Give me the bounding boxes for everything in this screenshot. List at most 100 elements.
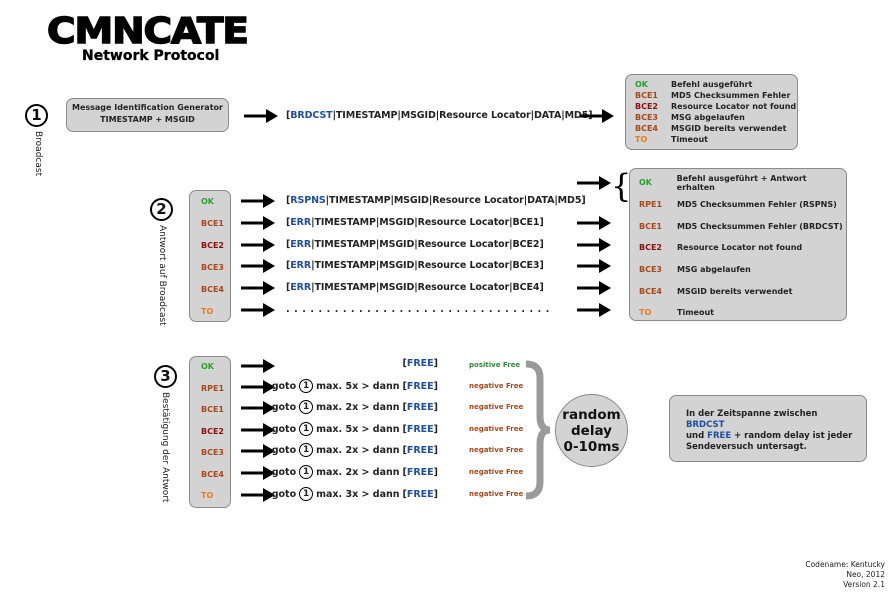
free-token: FREE <box>406 423 434 435</box>
code-label: BCE1 <box>201 219 224 228</box>
message-fields: |TIMESTAMP|MSGID|Resource Locator|BCE3] <box>311 260 544 271</box>
legend-row: BCE4 MSGID bereits verwendet <box>635 123 797 134</box>
step-1-ref-icon: 1 <box>299 487 314 501</box>
status-description: Resource Locator not found <box>671 102 797 111</box>
response-message: [RSPNS|TIMESTAMP|MSGID|Resource Locator|… <box>286 195 586 206</box>
response-message: [ERR|TIMESTAMP|MSGID|Resource Locator|BC… <box>286 217 544 228</box>
code-label: BCE2 <box>201 241 224 250</box>
free-result: negative Free <box>469 446 524 454</box>
status-code: OK <box>635 80 648 89</box>
diagram-title: CMNCATE <box>46 11 250 52</box>
goto-text: goto <box>271 380 297 392</box>
brace-icon <box>525 360 551 500</box>
code-label: OK <box>201 362 214 371</box>
code-label: OK <box>201 197 214 206</box>
status-code: BCE3 <box>639 265 662 275</box>
arrow-icon <box>580 109 614 123</box>
arrow-icon <box>241 359 275 373</box>
arrow-icon <box>241 423 275 437</box>
message-fields: |TIMESTAMP|MSGID|Resource Locator|BCE2] <box>311 239 544 250</box>
goto-text: goto <box>271 488 297 500</box>
free-result: negative Free <box>469 468 524 476</box>
retry-text: max. 2x > dann <box>316 401 400 413</box>
step-1-ref-icon: 1 <box>299 422 314 436</box>
step-2-number: 2 <box>150 198 173 221</box>
generator-title: Message Identification Generator <box>72 103 223 112</box>
status-code: BCE2 <box>635 102 658 111</box>
status-description: Befehl ausgeführt <box>671 80 753 89</box>
free-result: negative Free <box>469 382 524 390</box>
retry-text: max. 5x > dann <box>316 380 400 392</box>
status-description: Resource Locator not found <box>677 243 803 253</box>
broadcast-message: [BRDCST|TIMESTAMP|MSGID|Resource Locator… <box>286 110 593 121</box>
code-label: BCE1 <box>201 405 224 414</box>
version: Version 2.1 <box>843 580 885 589</box>
step-1-number: 1 <box>25 104 48 127</box>
status-code: BCE3 <box>635 113 658 122</box>
delay-line-2: delay <box>571 422 612 439</box>
free-result: negative Free <box>469 490 524 498</box>
step-1-ref-icon: 1 <box>299 465 314 479</box>
response-message: [ERR|TIMESTAMP|MSGID|Resource Locator|BC… <box>286 239 544 250</box>
arrow-icon <box>577 216 611 230</box>
retry-text: max. 3x > dann <box>316 488 400 500</box>
retry-text: max. 5x > dann <box>316 423 400 435</box>
status-description: Befehl ausgeführt + Antwort erhalten <box>676 173 807 192</box>
note-brdcst: BRDCST <box>686 420 725 430</box>
status-description: MSGID bereits verwendet <box>677 286 793 296</box>
status-code: BCE2 <box>639 243 662 253</box>
arrow-icon <box>241 488 275 502</box>
goto-text: goto <box>271 466 297 478</box>
status-description: MSGID bereits verwendet <box>671 124 787 133</box>
message-type: BRDCST <box>290 110 333 121</box>
arrow-icon <box>241 380 275 394</box>
arrow-icon <box>241 216 275 230</box>
free-result: negative Free <box>469 425 524 433</box>
message-type: RSPNS <box>290 195 326 206</box>
status-code: BCE1 <box>639 221 662 231</box>
response-message: . . . . . . . . . . . . . . . . . . . . … <box>286 304 550 315</box>
arrow-icon <box>577 303 611 317</box>
free-result: negative Free <box>469 403 524 411</box>
status-code: OK <box>639 178 652 188</box>
free-token: FREE <box>406 358 434 369</box>
code-label: BCE3 <box>201 263 224 272</box>
free-token: FREE <box>406 488 434 500</box>
arrow-icon <box>241 194 275 208</box>
send-restriction-note: In der Zeitspanne zwischen BRDCST und FR… <box>669 395 867 462</box>
arrow-icon <box>241 281 275 295</box>
code-label: TO <box>201 491 214 500</box>
delay-line-1: random <box>562 406 621 423</box>
free-token: FREE <box>406 380 434 392</box>
delay-line-3: 0-10ms <box>563 438 620 455</box>
generator-fields: TIMESTAMP + MSGID <box>100 115 195 124</box>
arrow-icon <box>577 238 611 252</box>
confirmation-action: [FREE] <box>402 358 438 369</box>
step-1-label: Broadcast <box>33 131 43 177</box>
status-code: TO <box>639 308 652 318</box>
message-fields: |TIMESTAMP|MSGID|Resource Locator|DATA|M… <box>332 110 593 121</box>
status-description: MSG abgelaufen <box>671 113 745 122</box>
step-1-ref-icon: 1 <box>299 443 314 457</box>
step-3-number: 3 <box>154 365 177 388</box>
legend-row: BCE3 MSG abgelaufen <box>635 112 797 123</box>
legend-row: BCE2 Resource Locator not found <box>635 101 797 112</box>
note-text-2: und <box>686 431 708 441</box>
version-info: Codename: Kentucky Neo, 2012 Version 2.1 <box>805 560 885 590</box>
arrow-icon <box>577 281 611 295</box>
step-1-ref-icon: 1 <box>299 379 314 393</box>
retry-text: max. 2x > dann <box>316 466 400 478</box>
status-code: BCE4 <box>635 124 658 133</box>
step-2-label: Antwort auf Broadcast <box>157 225 167 326</box>
arrow-icon <box>241 466 275 480</box>
message-type: ERR <box>290 217 312 228</box>
status-description: MD5 Checksummen Fehler (BRDCST) <box>677 221 843 231</box>
